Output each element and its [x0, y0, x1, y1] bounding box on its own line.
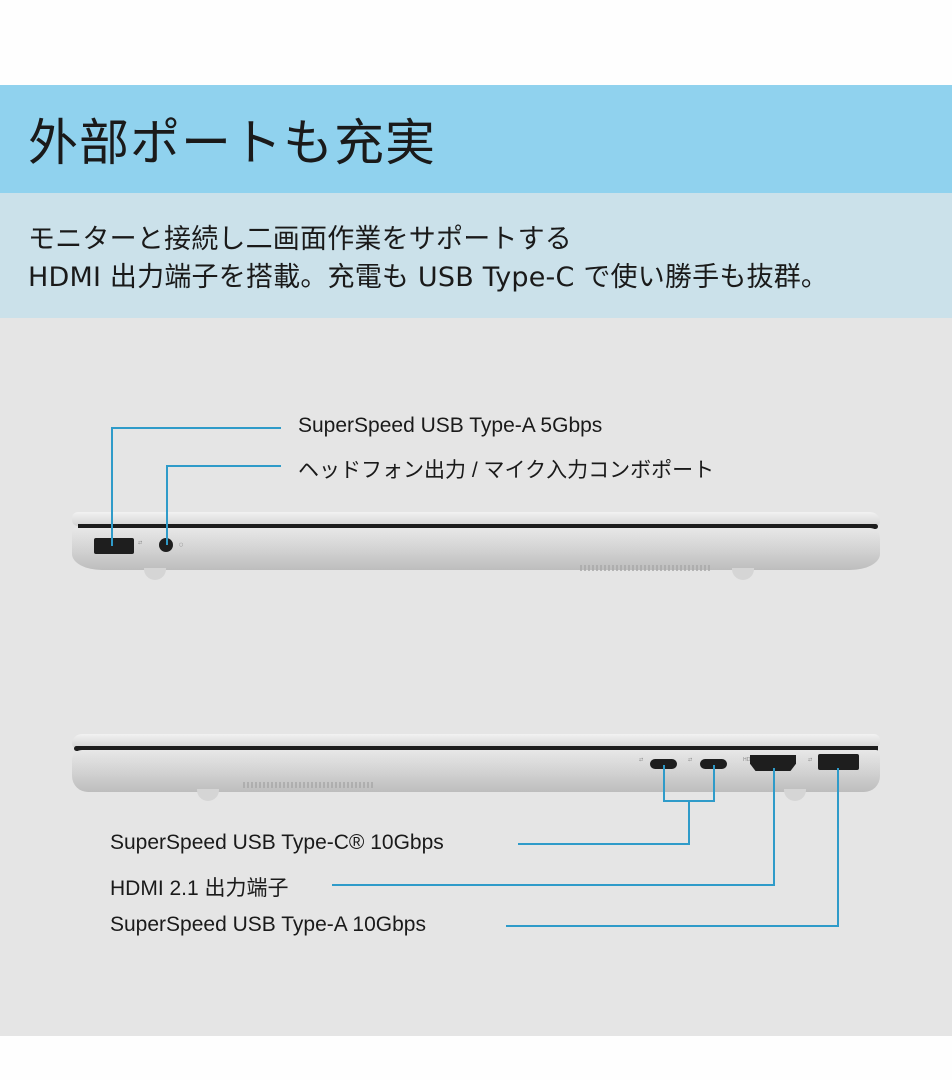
- usb-logo-icon: ⇄: [138, 540, 143, 546]
- lid-gap: [78, 524, 878, 529]
- laptop-base: [72, 750, 880, 792]
- subtitle-line-1: モニターと接続し二画面作業をサポートする: [28, 224, 572, 255]
- port-label-usb-a-5gbps: SuperSpeed USB Type-A 5Gbps: [298, 414, 603, 437]
- speaker-vent: [580, 565, 710, 571]
- callout-line: [506, 925, 839, 927]
- callout-line: [518, 843, 690, 845]
- hdmi-logo-icon: HDMI: [743, 757, 757, 763]
- subtitle-band: モニターと接続し二画面作業をサポートする HDMI 出力端子を搭載。充電も US…: [0, 193, 952, 318]
- callout-line: [837, 768, 839, 927]
- port-label-hdmi-2-1: HDMI 2.1 出力端子: [110, 877, 289, 900]
- usb-c-port-1: [650, 759, 677, 769]
- callout-line: [111, 427, 113, 546]
- callout-line: [663, 765, 665, 801]
- usb-logo-icon: ⇄: [808, 757, 813, 763]
- callout-line: [713, 765, 715, 801]
- callout-line: [332, 884, 775, 886]
- laptop-foot: [144, 568, 166, 580]
- callout-line: [111, 427, 281, 429]
- usb-a-port: [818, 754, 859, 770]
- laptop-foot: [197, 789, 219, 801]
- usb-c-logo-icon: ⇄: [688, 757, 693, 763]
- usb-c-logo-icon: ⇄: [639, 757, 644, 763]
- audio-jack-port: [159, 538, 173, 552]
- headphone-icon: ○: [179, 542, 184, 548]
- page-title: 外部ポートも充実: [28, 114, 436, 172]
- callout-line: [166, 465, 168, 545]
- laptop-base: [72, 528, 880, 570]
- port-label-audio-combo: ヘッドフォン出力 / マイク入力コンボポート: [298, 459, 715, 482]
- laptop-lid: [72, 512, 880, 526]
- usb-a-port: [94, 538, 134, 554]
- lid-gap: [74, 746, 878, 751]
- ports-diagram: [0, 318, 952, 1036]
- usb-c-port-2: [700, 759, 727, 769]
- subtitle-line-2: HDMI 出力端子を搭載。充電も USB Type-C で使い勝手も抜群。: [28, 262, 829, 293]
- port-label-usb-a-10gbps: SuperSpeed USB Type-A 10Gbps: [110, 913, 426, 936]
- laptop-lid: [72, 734, 880, 748]
- hdmi-port: [750, 755, 796, 771]
- callout-line: [688, 800, 690, 845]
- laptop-foot: [784, 789, 806, 801]
- callout-line: [166, 465, 281, 467]
- title-band: 外部ポートも充実: [0, 85, 952, 193]
- laptop-foot: [732, 568, 754, 580]
- port-label-usb-c-10gbps: SuperSpeed USB Type-C® 10Gbps: [110, 831, 444, 854]
- speaker-vent: [243, 782, 373, 788]
- callout-line: [773, 768, 775, 886]
- subtitle: モニターと接続し二画面作業をサポートする HDMI 出力端子を搭載。充電も US…: [28, 221, 828, 297]
